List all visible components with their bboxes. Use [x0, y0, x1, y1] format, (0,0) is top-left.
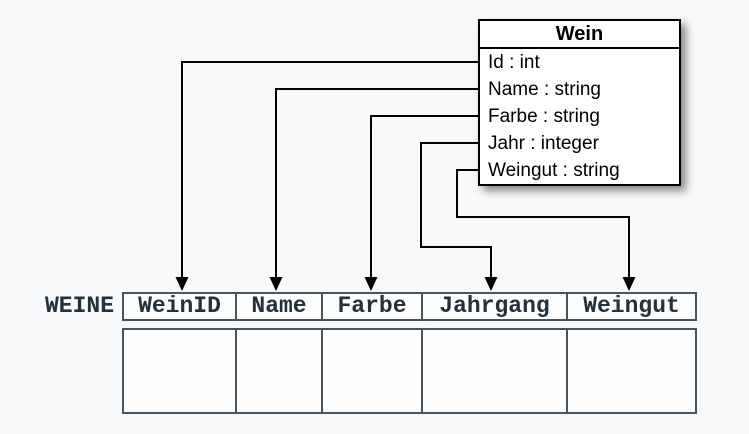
column-header-weinid: WeinID: [124, 294, 237, 319]
table-name-label: WEINE: [44, 293, 114, 319]
empty-cell-jahrgang: [423, 330, 568, 412]
class-attribute-name: Name : string: [488, 79, 601, 100]
column-header-jahrgang: Jahrgang: [423, 294, 568, 319]
connector-weingut-to-weingut-arrow: [456, 169, 636, 291]
connector-id-to-weinid-arrow: [175, 61, 478, 291]
class-attribute-id: Id : int: [488, 52, 540, 73]
column-header-farbe: Farbe: [323, 294, 423, 319]
table-empty-row: [122, 328, 697, 414]
class-attribute-weingut: Weingut : string: [488, 160, 620, 181]
class-box-wein: Wein Id : int Name : string Farbe : stri…: [478, 19, 681, 186]
empty-cell-farbe: [323, 330, 423, 412]
column-header-weingut: Weingut: [583, 294, 680, 319]
connector-jahr-to-jahrgang-arrow: [420, 142, 498, 291]
empty-cell-weinid: [124, 330, 237, 412]
connector-farbe-to-farbe-arrow: [364, 115, 478, 291]
empty-cell-weingut: [568, 330, 695, 412]
class-attribute-jahr: Jahr : integer: [488, 133, 599, 154]
class-attribute-farbe: Farbe : string: [488, 106, 600, 127]
connector-name-to-name-arrow: [269, 88, 478, 291]
empty-cell-name: [237, 330, 323, 412]
table-header-row: WeinID Name Farbe Jahrgang Weingut: [122, 292, 697, 321]
column-header-name: Name: [237, 294, 323, 319]
class-box-title: Wein: [480, 21, 679, 49]
